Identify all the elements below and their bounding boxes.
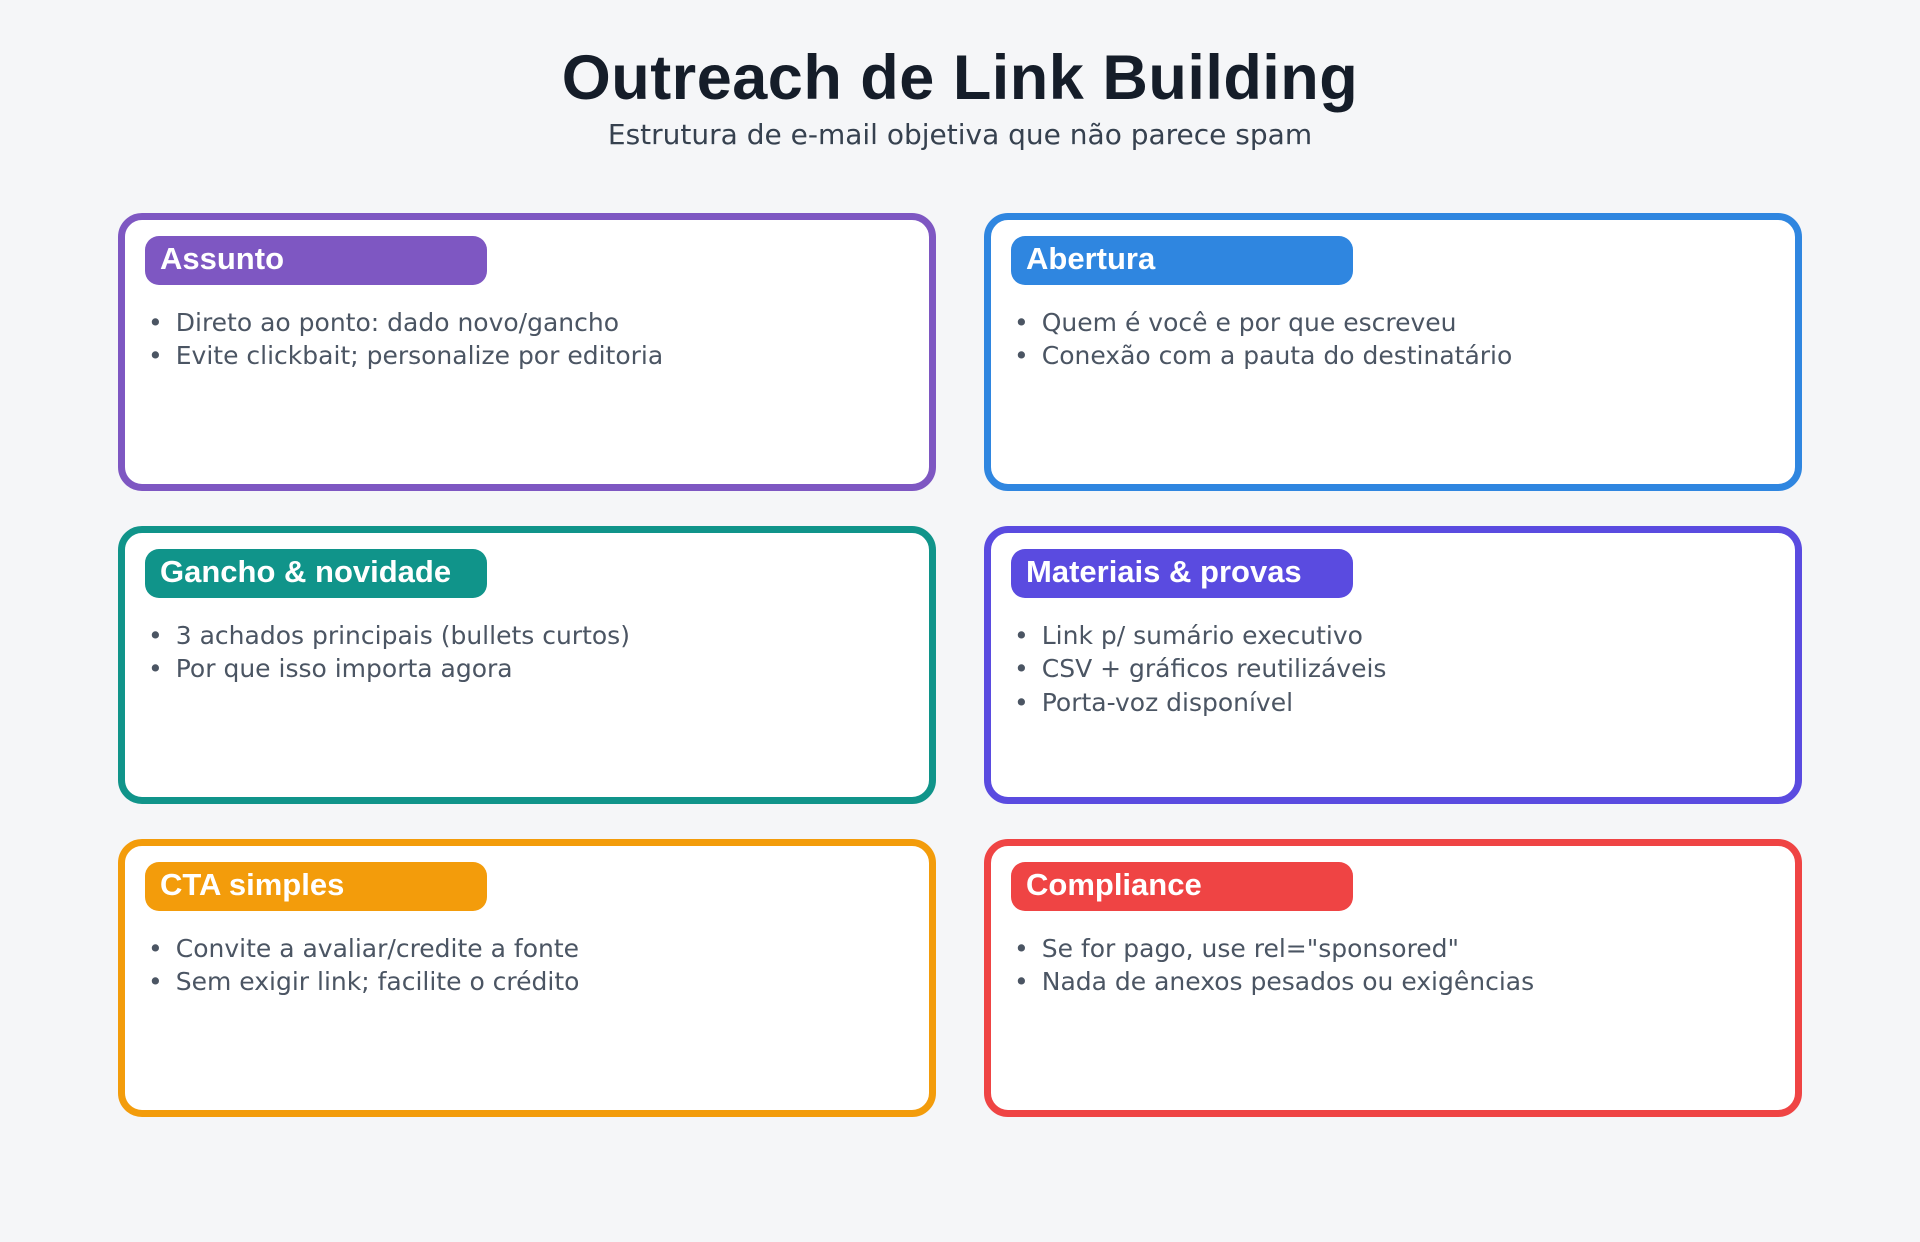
- bullet-item: Porta-voz disponível: [1014, 686, 1775, 720]
- bullet-item: Link p/ sumário executivo: [1014, 619, 1775, 653]
- bullet-item: CSV + gráficos reutilizáveis: [1014, 652, 1775, 686]
- card-title-badge: Gancho & novidade: [145, 549, 487, 598]
- card-bullets: 3 achados principais (bullets curtos)Por…: [145, 619, 909, 686]
- card-title-badge: Compliance: [1011, 862, 1353, 911]
- card-abertura: Abertura Quem é você e por que escreveuC…: [984, 213, 1802, 491]
- card-compliance: Compliance Se for pago, use rel="sponsor…: [984, 839, 1802, 1117]
- bullet-item: Sem exigir link; facilite o crédito: [148, 965, 909, 999]
- page-title: Outreach de Link Building: [561, 43, 1359, 113]
- card-title-badge: Abertura: [1011, 236, 1353, 285]
- cards-grid: Assunto Direto ao ponto: dado novo/ganch…: [118, 213, 1802, 1117]
- card-bullets: Direto ao ponto: dado novo/ganchoEvite c…: [145, 306, 909, 373]
- bullet-item: 3 achados principais (bullets curtos): [148, 619, 909, 653]
- card-title: CTA simples: [160, 867, 345, 902]
- bullet-item: Se for pago, use rel="sponsored": [1014, 932, 1775, 966]
- card-title: Compliance: [1026, 867, 1202, 902]
- bullet-item: Por que isso importa agora: [148, 652, 909, 686]
- bullet-item: Conexão com a pauta do destinatário: [1014, 339, 1775, 373]
- card-title: Abertura: [1026, 241, 1156, 276]
- card-bullets: Convite a avaliar/credite a fonteSem exi…: [145, 932, 909, 999]
- card-gancho-novidade: Gancho & novidade 3 achados principais (…: [118, 526, 936, 804]
- card-title: Gancho & novidade: [160, 554, 452, 589]
- card-title-badge: CTA simples: [145, 862, 487, 911]
- bullet-item: Quem é você e por que escreveu: [1014, 306, 1775, 340]
- card-assunto: Assunto Direto ao ponto: dado novo/ganch…: [118, 213, 936, 491]
- bullet-item: Evite clickbait; personalize por editori…: [148, 339, 909, 373]
- card-bullets: Quem é você e por que escreveuConexão co…: [1011, 306, 1775, 373]
- page-subtitle: Estrutura de e-mail objetiva que não par…: [607, 118, 1313, 151]
- bullet-item: Convite a avaliar/credite a fonte: [148, 932, 909, 966]
- card-materiais-provas: Materiais & provas Link p/ sumário execu…: [984, 526, 1802, 804]
- bullet-item: Nada de anexos pesados ou exigências: [1014, 965, 1775, 999]
- card-bullets: Link p/ sumário executivoCSV + gráficos …: [1011, 619, 1775, 720]
- card-cta-simples: CTA simples Convite a avaliar/credite a …: [118, 839, 936, 1117]
- card-title: Assunto: [160, 241, 284, 276]
- card-title-badge: Materiais & provas: [1011, 549, 1353, 598]
- bullet-item: Direto ao ponto: dado novo/gancho: [148, 306, 909, 340]
- card-title: Materiais & provas: [1026, 554, 1302, 589]
- card-bullets: Se for pago, use rel="sponsored"Nada de …: [1011, 932, 1775, 999]
- card-title-badge: Assunto: [145, 236, 487, 285]
